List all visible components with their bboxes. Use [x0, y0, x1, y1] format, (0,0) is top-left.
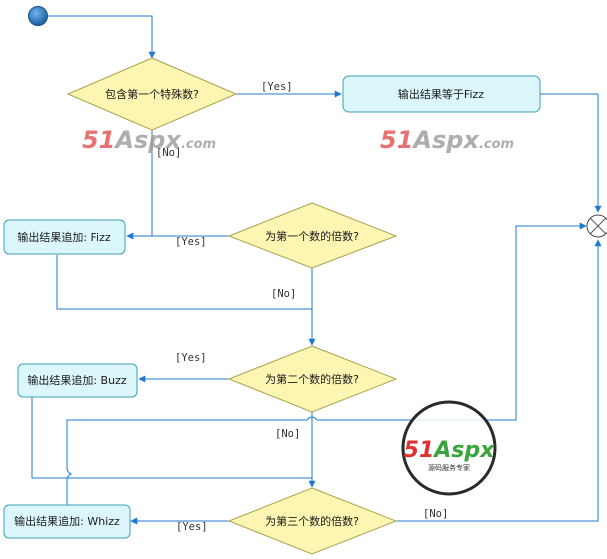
svg-text:51Aspx: 51Aspx	[404, 438, 495, 463]
edge-appendwhizz-to-final	[66, 222, 587, 505]
start-node	[28, 6, 48, 26]
action-append-fizz-label: 输出结果追加: Fizz	[17, 230, 111, 244]
action-append-fizz: 输出结果追加: Fizz	[3, 219, 126, 255]
guard-third-no: [No]	[423, 508, 448, 520]
svg-text:51Aspx.com: 51Aspx.com	[380, 126, 514, 154]
decision-first-label: 为第一个数的倍数?	[265, 229, 359, 243]
edge-appendbuzz-merge	[31, 397, 312, 479]
decision-special-number: 包含第一个特殊数?	[66, 57, 238, 131]
decision-third-label: 为第三个数的倍数?	[265, 514, 359, 528]
decision-second-label: 为第二个数的倍数?	[265, 372, 359, 386]
guard-second-yes: [Yes]	[175, 352, 207, 364]
watermark-right-51: 51	[380, 126, 413, 154]
edge-start-to-special	[48, 15, 156, 59]
svg-text:51Aspx.com: 51Aspx.com	[82, 126, 216, 154]
watermark-51aspx-left: 51Aspx.com	[82, 126, 216, 154]
decision-multiple-first: 为第一个数的倍数?	[227, 202, 398, 269]
decision-special-label: 包含第一个特殊数?	[105, 87, 199, 101]
watermark-logo-subtitle: 源码服务专家	[428, 463, 470, 472]
action-output-fizz: 输出结果等于Fizz	[342, 75, 541, 113]
final-node	[586, 214, 607, 238]
watermark-right-aspx: Aspx	[411, 126, 480, 154]
watermark-left-aspx: Aspx	[113, 126, 182, 154]
edge-third-no	[396, 239, 602, 522]
watermark-left-51: 51	[82, 126, 115, 154]
action-output-fizz-label: 输出结果等于Fizz	[398, 87, 484, 101]
decision-multiple-second: 为第二个数的倍数?	[227, 345, 398, 413]
watermark-right-com: .com	[479, 137, 514, 152]
guard-third-yes: [Yes]	[176, 521, 208, 533]
watermark-51aspx-right: 51Aspx.com	[380, 126, 514, 154]
watermark-logo-aspx: Aspx	[432, 438, 495, 463]
action-append-buzz-label: 输出结果追加: Buzz	[27, 373, 126, 387]
guard-first-yes: [Yes]	[175, 236, 207, 248]
action-append-buzz: 输出结果追加: Buzz	[17, 363, 138, 398]
guard-second-no: [No]	[275, 428, 300, 440]
guard-first-no: [No]	[271, 288, 296, 300]
watermark-logo-circle: 51Aspx 源码服务专家	[401, 400, 497, 496]
guard-special-no: [No]	[156, 147, 181, 159]
edge-appendfizz-merge	[56, 255, 312, 310]
edge-fizz-to-final	[540, 93, 602, 213]
action-append-whizz: 输出结果追加: Whizz	[3, 504, 131, 539]
action-append-whizz-label: 输出结果追加: Whizz	[14, 514, 120, 528]
watermark-left-com: .com	[181, 137, 216, 152]
guard-special-yes: [Yes]	[261, 81, 293, 93]
watermark-logo-51: 51	[404, 438, 435, 463]
decision-multiple-third: 为第三个数的倍数?	[227, 487, 398, 555]
edges	[31, 15, 602, 525]
